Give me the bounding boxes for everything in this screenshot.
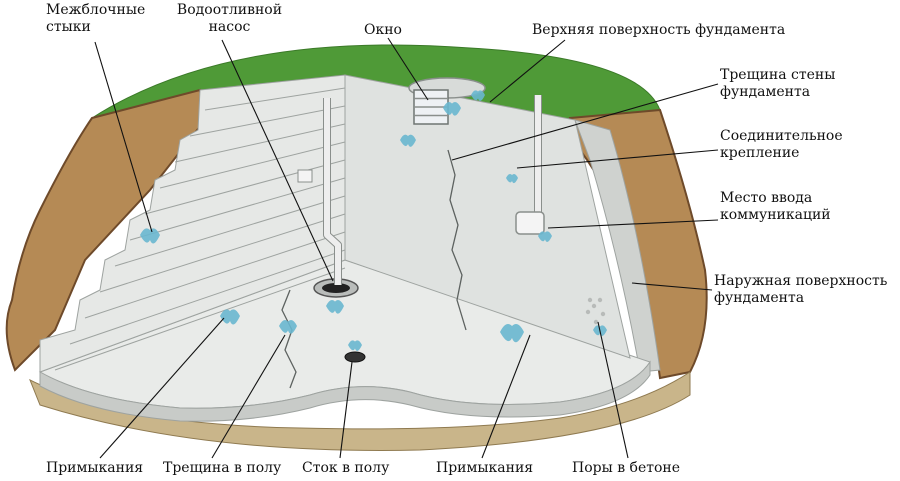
soil-left: [5, 88, 207, 372]
pore: [600, 311, 606, 317]
label-floor-crack: Трещина в полу: [163, 460, 282, 476]
pore: [593, 319, 599, 325]
label-joints-left: Примыкания: [46, 460, 144, 476]
leader-line: [547, 219, 719, 229]
label-concrete-pores: Поры в бетоне: [572, 460, 681, 476]
leader-line: [631, 282, 713, 291]
concrete-pores-marks: [585, 297, 606, 325]
pore: [587, 297, 593, 303]
leader-line: [451, 83, 719, 161]
window-bars: [414, 97, 448, 117]
leak-patch: [220, 309, 240, 325]
mortar-line: [159, 141, 346, 189]
mortar-line: [144, 159, 346, 215]
grass-surface: [91, 44, 661, 121]
leak-patch: [348, 340, 362, 351]
leader-line: [94, 41, 153, 233]
sump-pipe: [324, 98, 341, 285]
mortar-line: [69, 249, 346, 345]
leak-patch: [506, 174, 518, 184]
leak-patch: [471, 90, 485, 101]
leak-patch: [140, 228, 160, 244]
mortar-line: [174, 123, 346, 163]
wall-crack: [447, 149, 467, 331]
foundation-outer-edge: [574, 119, 661, 373]
pore: [591, 303, 597, 309]
label-floor-drain: Сток в полу: [302, 460, 390, 476]
outlet-box: [297, 169, 313, 183]
concrete-wall: [344, 74, 631, 359]
pore: [597, 297, 603, 303]
leak-patch: [538, 231, 552, 242]
mortar-line: [129, 177, 346, 241]
leak-patch: [500, 324, 524, 343]
pore: [585, 309, 591, 315]
mortar-line: [99, 213, 346, 293]
mortar-line: [54, 267, 346, 371]
leak-patch: [326, 300, 344, 314]
label-window: Окно: [364, 22, 402, 38]
floor-slab-edge: [39, 360, 651, 422]
leader-line: [489, 39, 566, 103]
mortar-line: [84, 231, 346, 319]
block-wall: [39, 74, 346, 373]
leader-line: [339, 361, 353, 459]
leader-line: [597, 321, 629, 459]
leader-line: [221, 39, 334, 282]
leader-line: [516, 149, 719, 169]
floor-crack: [281, 289, 297, 389]
leak-patch: [400, 134, 416, 147]
label-top-surface: Верхняя поверхность фундамента: [532, 22, 786, 38]
block-mortar-lines: [54, 87, 346, 371]
mortar-line: [189, 105, 346, 137]
leak-patches: [140, 90, 607, 351]
label-joints-right: Примыкания: [436, 460, 534, 476]
leader-lines: [94, 37, 719, 459]
utility-fitting: [515, 211, 545, 235]
leak-patch: [443, 102, 461, 116]
sump-pit-inner: [322, 283, 350, 293]
floor-drain-icon: [344, 351, 366, 363]
mortar-line: [204, 87, 346, 111]
gravel-base: [29, 371, 691, 451]
leader-line: [481, 334, 531, 459]
leak-patch: [279, 320, 297, 334]
leader-line: [99, 317, 225, 459]
mortar-line: [114, 195, 346, 267]
leader-line: [387, 37, 429, 101]
leader-line: [211, 334, 286, 459]
